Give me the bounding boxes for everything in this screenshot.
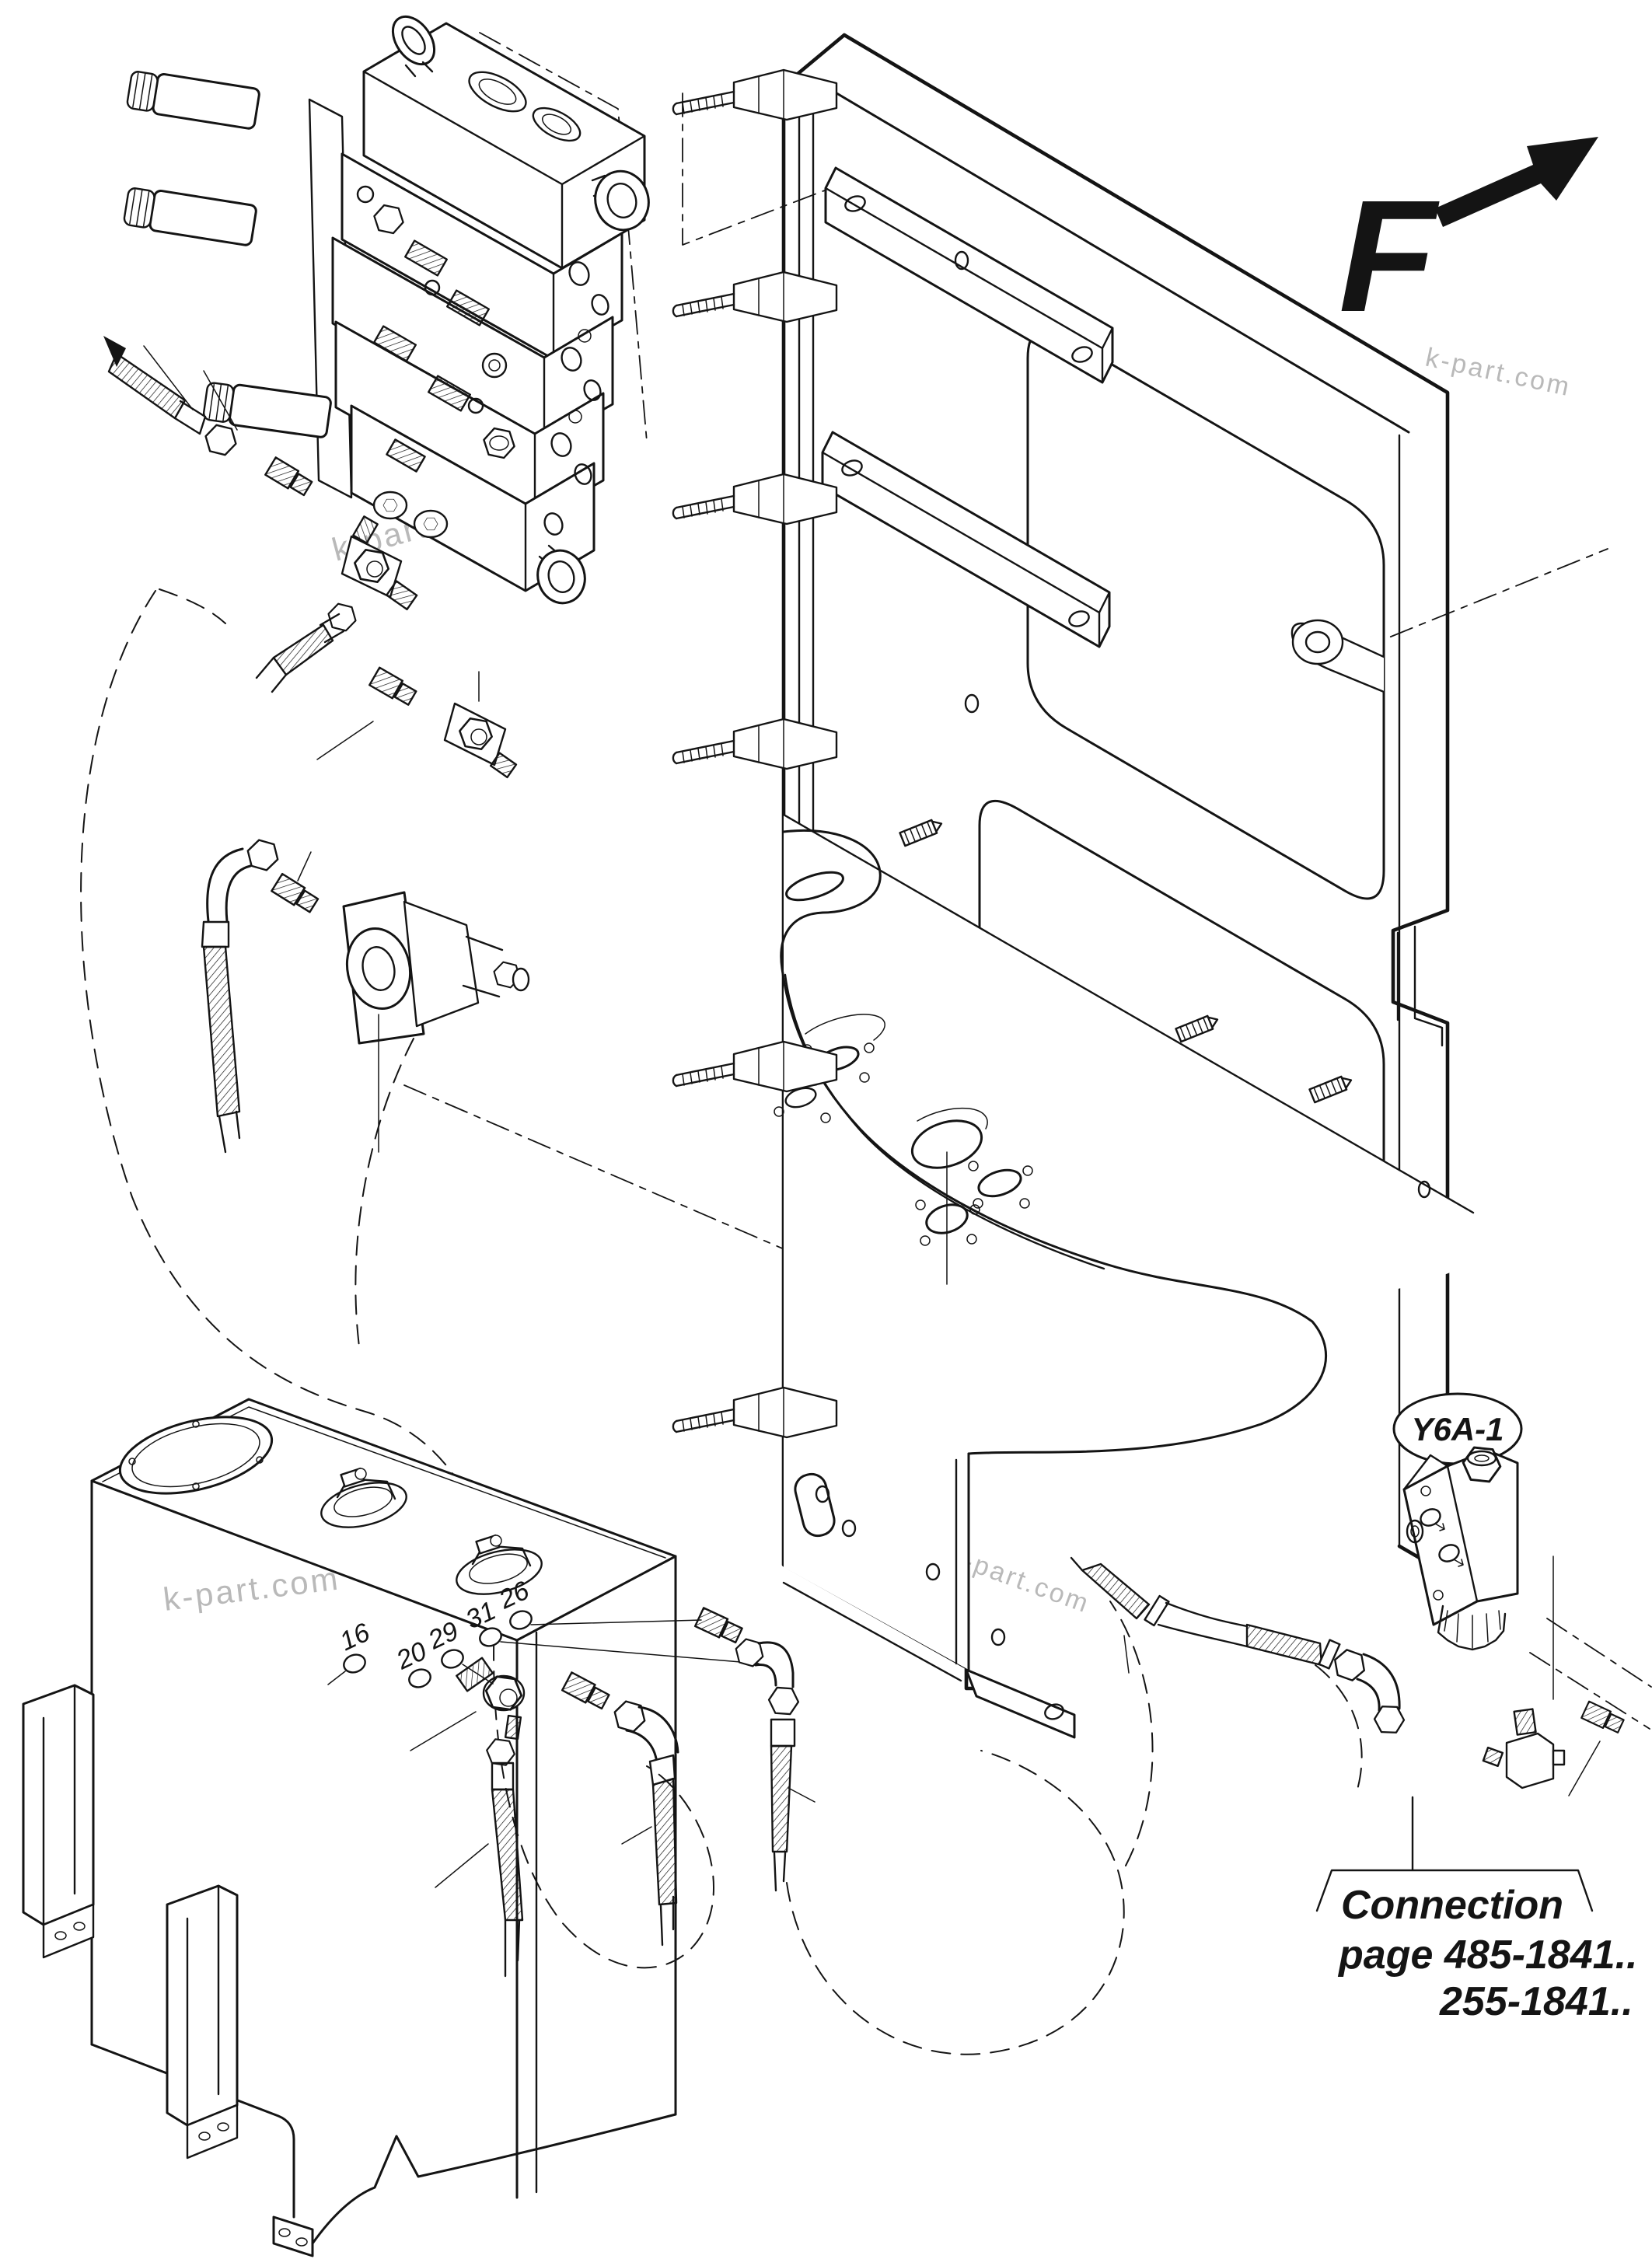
tank-manhole-cover — [118, 1416, 274, 1495]
manifold-side-ports — [543, 261, 609, 536]
hydraulic-tank-illustration: 16 20 29 31 26 — [22, 1398, 760, 2257]
tank-side-bracket — [166, 1884, 239, 2159]
tank-hose — [435, 1737, 524, 1978]
component-label-y6a1: Y6A-1 — [1392, 1392, 1523, 1465]
tee-fitting — [1482, 1708, 1566, 1789]
hydraulic-adapter — [368, 666, 418, 708]
solenoid-valve — [202, 382, 332, 438]
panel-holes — [794, 250, 1431, 1646]
solenoid-valve — [126, 71, 260, 130]
hydraulic-adapter — [1580, 1700, 1626, 1736]
y6a1-valve-assembly: Y6A-1 — [1070, 1392, 1626, 1796]
elbow-fitting — [341, 515, 418, 611]
hydraulic-adapter — [264, 456, 314, 498]
lifting-eye-bolt — [391, 15, 436, 78]
hydraulic-adapter — [271, 872, 320, 916]
swivel-block-fitting — [342, 891, 530, 1153]
connection-note: Connection page 485-1841.. 255-1841.. — [1315, 1796, 1637, 2024]
mounting-panel-illustration — [672, 33, 1476, 1739]
panel-bottom-bracket — [965, 1668, 1076, 1739]
y6a1-hose — [1070, 1556, 1406, 1734]
panel-shelf-platform — [774, 813, 1476, 1671]
hose-assembly-second — [255, 601, 518, 779]
manifold-fittings — [356, 185, 519, 539]
panel-window-bracket — [1291, 619, 1385, 693]
stud-bolt — [899, 815, 945, 847]
connection-note-line1: Connection — [1341, 1883, 1563, 1928]
tank-port-fitting — [410, 1657, 526, 1751]
hose-assembly-upper — [103, 336, 418, 611]
hose-assembly-lower-left — [561, 1671, 679, 1947]
part-callout-16: 16 — [327, 1618, 375, 1685]
panel-spacer-bar — [824, 166, 1114, 384]
tank-side-bracket — [22, 1684, 95, 1959]
y6a1-solenoid-valve-block — [1402, 1445, 1554, 1700]
solenoid-valve — [123, 187, 257, 246]
lifting-eye-bolt — [536, 544, 586, 605]
connection-note-line2: page 485-1841.. — [1337, 1933, 1637, 1978]
hose-assembly-lower-right — [693, 1607, 816, 1892]
manifold-block-stack — [331, 22, 646, 592]
hose-assembly-middle — [201, 836, 530, 1154]
direction-indicator-label: F — [1339, 167, 1440, 345]
lifting-eye-bolt — [591, 169, 650, 232]
svg-text:16: 16 — [335, 1618, 374, 1657]
svg-text:Y6A-1: Y6A-1 — [1411, 1411, 1504, 1447]
watermark-text: k-part.com — [161, 1559, 341, 1617]
direction-indicator: F — [1339, 137, 1598, 345]
valve-manifold-illustration — [123, 15, 650, 605]
hydraulic-adapter — [693, 1607, 745, 1646]
connection-note-line3: 255-1841.. — [1439, 1979, 1633, 2024]
part-callout-20: 20 — [391, 1636, 431, 1688]
direction-arrow-icon — [1435, 137, 1598, 227]
elbow-fitting — [316, 671, 518, 779]
hydraulic-adapter — [561, 1671, 612, 1712]
panel-z-strap — [1396, 925, 1444, 1047]
